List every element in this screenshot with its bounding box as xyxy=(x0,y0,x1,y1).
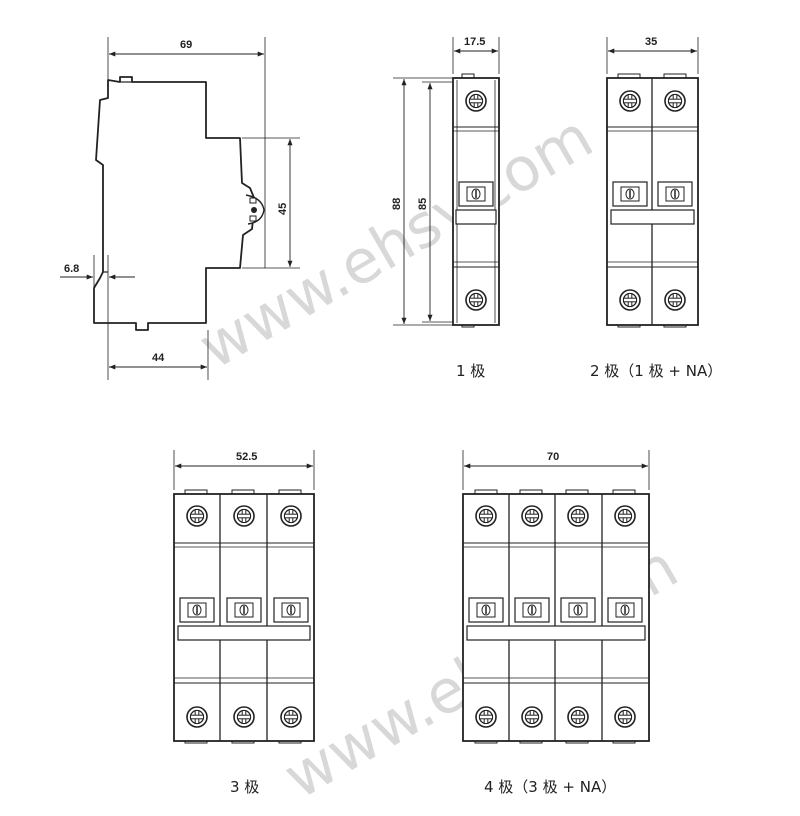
two-pole-width-label: 35 xyxy=(645,36,657,48)
terminal-screw-icon xyxy=(521,706,543,728)
three-pole-caption: 3 极 xyxy=(230,778,259,796)
terminal-screw-icon xyxy=(186,505,208,527)
four-pole-width-label: 70 xyxy=(547,451,559,463)
side-height-label: 45 xyxy=(277,203,289,215)
terminal-screw-icon xyxy=(619,289,641,311)
terminal-screw-icon xyxy=(614,505,636,527)
one-pole-width-label: 17.5 xyxy=(464,36,485,48)
status-window-icon xyxy=(226,597,262,623)
terminal-screw-icon xyxy=(614,706,636,728)
side-offset-label: 6.8 xyxy=(64,263,79,275)
terminal-screw-icon xyxy=(521,505,543,527)
one-pole-outer-height-label: 88 xyxy=(391,198,403,210)
terminal-screw-icon xyxy=(186,706,208,728)
terminal-screw-icon xyxy=(233,505,255,527)
one-pole-caption: 1 极 xyxy=(456,362,485,380)
watermark-top: www.ehsy.com xyxy=(188,102,605,383)
terminal-screw-icon xyxy=(619,90,641,112)
terminal-screw-icon xyxy=(280,505,302,527)
one-pole-inner-height-label: 85 xyxy=(417,198,429,210)
status-window-icon xyxy=(458,181,494,207)
status-window-icon xyxy=(273,597,309,623)
terminal-screw-icon xyxy=(567,706,589,728)
terminal-screw-icon xyxy=(233,706,255,728)
status-window-icon xyxy=(612,181,648,207)
terminal-screw-icon xyxy=(664,289,686,311)
status-window-icon xyxy=(468,597,504,623)
terminal-screw-icon xyxy=(475,505,497,527)
two-pole-front-view: 35 2 极（1 极 + NA） xyxy=(590,36,722,380)
terminal-screw-icon xyxy=(280,706,302,728)
status-window-icon xyxy=(657,181,693,207)
status-window-icon xyxy=(179,597,215,623)
three-pole-width-label: 52.5 xyxy=(236,451,257,463)
four-pole-front-view: 70 4 极（3 极 + NA） xyxy=(462,450,650,796)
side-view: 69 45 6.8 44 xyxy=(60,37,300,380)
side-width-label: 69 xyxy=(180,39,192,51)
status-window-icon xyxy=(607,597,643,623)
side-depth-label: 44 xyxy=(152,352,165,364)
terminal-screw-icon xyxy=(465,289,487,311)
status-window-icon xyxy=(560,597,596,623)
terminal-screw-icon xyxy=(465,90,487,112)
three-pole-front-view: 52.5 3 极 xyxy=(173,450,315,796)
one-pole-front-view: 88 85 17.5 1 极 xyxy=(391,36,500,380)
status-window-icon xyxy=(514,597,550,623)
terminal-screw-icon xyxy=(664,90,686,112)
two-pole-caption: 2 极（1 极 + NA） xyxy=(590,362,722,380)
four-pole-caption: 4 极（3 极 + NA） xyxy=(484,778,616,796)
terminal-screw-icon xyxy=(475,706,497,728)
terminal-screw-icon xyxy=(567,505,589,527)
